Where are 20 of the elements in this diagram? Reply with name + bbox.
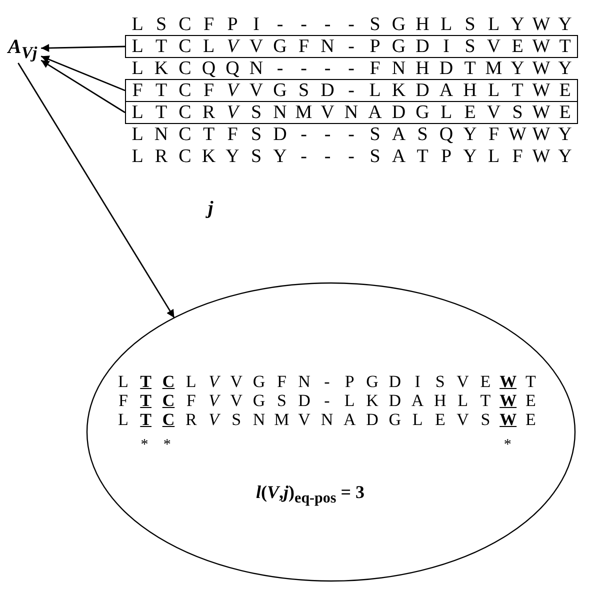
arrow xyxy=(40,56,126,92)
index-symbol: j xyxy=(208,198,214,220)
sequence-row-text: L S C F P I - - - - S G H L S L Y W Y xyxy=(130,14,573,35)
arrow xyxy=(18,62,175,318)
conserved-position-mark: * xyxy=(163,437,171,454)
sequence-row-text: L T C L V V G F N - P G D I S V E W T xyxy=(117,372,537,391)
boxed-sequence-row: L T C R V S N M V N A D G L E V S W E xyxy=(125,101,578,124)
sequence-row-text: L N C T F S D - - - S A S Q Y F W W Y xyxy=(130,124,573,145)
sequence-row-text: L T C R V S N M V N A D G L E V S W E xyxy=(117,410,537,429)
boxed-sequence-row: L T C L V V G F N - P G D I S V E W T xyxy=(125,35,578,58)
boxed-sequence-row: F T C F V V G S D - L K D A H L T W E xyxy=(125,79,578,102)
sequence-row-text: L K C Q Q N - - - - F N H D T M Y W Y xyxy=(130,58,573,79)
set-symbol: A$_{Vj}$ xyxy=(8,36,38,63)
conserved-position-mark: * xyxy=(140,437,148,454)
sequence-row-text: L R C K Y S Y - - - S A T P Y L F W Y xyxy=(130,146,573,167)
arrow xyxy=(41,44,126,52)
conserved-position-mark: * xyxy=(504,437,512,454)
formula: l(V,j)$_{eq-pos}$ = 3 xyxy=(256,482,364,508)
arrow xyxy=(40,60,126,114)
sequence-row-text: F T C F V V G S D - L K D A H L T W E xyxy=(117,391,537,410)
